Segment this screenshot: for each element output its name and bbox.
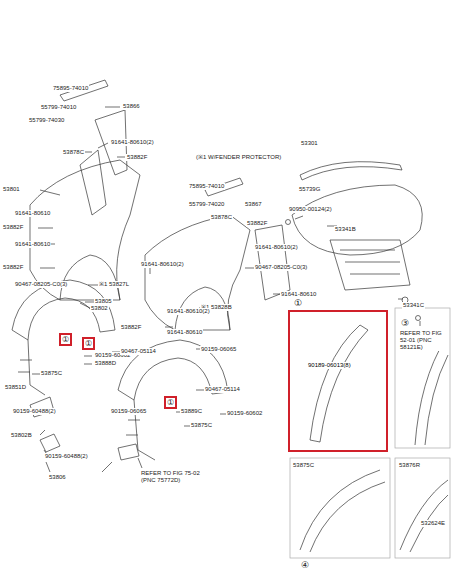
part-number: 53882F — [126, 154, 148, 161]
callout-number: ① — [85, 339, 92, 348]
part-number: 55739G — [298, 186, 321, 193]
part-number: 53882F — [2, 264, 24, 271]
part-number: 53875C — [190, 422, 213, 429]
part-number: 53341C — [402, 302, 425, 309]
part-number: 90159-60488(2) — [44, 453, 89, 460]
callout-box: ① — [164, 396, 177, 409]
part-number: REFER TO FIG 75-02 (PNC 75772D) — [140, 470, 202, 484]
part-number: 55799-74010 — [40, 104, 77, 111]
part-number: REFER TO FIG 52-01 (PNC 58121E) — [399, 330, 449, 351]
part-number: ※1 53827L — [98, 281, 130, 288]
part-number: 53866 — [122, 103, 141, 110]
part-number: 53876R — [398, 462, 421, 469]
part-number: 90467-05114 — [204, 386, 241, 393]
part-number: 91641-80610 — [14, 241, 51, 248]
part-number: 53889C — [180, 408, 203, 415]
part-number: 532624E — [420, 520, 446, 527]
part-number: 91641-80610(2) — [140, 261, 185, 268]
part-number: 90467-08205-C0(3) — [14, 281, 68, 288]
part-number: 90467-08205-C0(3) — [254, 264, 308, 271]
detail-panel: ①90189-06013(8) — [288, 310, 388, 452]
part-number: 53878C — [210, 214, 233, 221]
part-number: 91641-80610(2) — [254, 244, 299, 251]
part-number: 53882F — [2, 224, 24, 231]
callout-box: ① — [59, 333, 72, 346]
part-number: 53875C — [292, 462, 315, 469]
part-number: 91641-80610 — [14, 210, 51, 217]
callout-number: ① — [62, 335, 69, 344]
part-number: 75895-74010 — [188, 183, 225, 190]
inset-number: ③ — [400, 318, 410, 328]
inset-number: ① — [294, 298, 302, 308]
part-number: 90159-06065 — [110, 408, 147, 415]
part-number: 53805 — [94, 298, 113, 305]
part-number: 55799-74030 — [28, 117, 65, 124]
part-number: 90189-06013(8) — [308, 362, 351, 369]
part-number: (※1 W/FENDER PROTECTOR) — [195, 154, 282, 161]
part-number: 53801 — [2, 186, 21, 193]
callout-box: ① — [82, 337, 95, 350]
part-number: 53888D — [94, 360, 117, 367]
part-number: 91641-80610(2) — [166, 308, 211, 315]
part-number: 53878C — [62, 149, 85, 156]
part-number: 90950-00124(2) — [288, 206, 333, 213]
part-number: 90159-60488(2) — [12, 408, 57, 415]
part-number: 53802B — [10, 432, 33, 439]
inset-number: ④ — [300, 560, 310, 570]
part-number: 90467-05114 — [120, 348, 157, 355]
part-number: 53867 — [244, 201, 263, 208]
part-number: 53851D — [4, 384, 27, 391]
part-number: 53882F — [246, 220, 268, 227]
part-number: 53806 — [48, 474, 67, 481]
part-number: 90159-60602 — [226, 410, 263, 417]
part-number: 55799-74020 — [188, 201, 225, 208]
part-number: 53882F — [120, 324, 142, 331]
part-number: 53301 — [300, 140, 319, 147]
part-number: 91641-80610 — [166, 329, 203, 336]
part-number: 91641-80610 — [280, 291, 317, 298]
part-number: 90159-06065 — [200, 346, 237, 353]
part-number: 75895-74010 — [52, 85, 89, 92]
part-number: 53875C — [40, 370, 63, 377]
part-number: 53341B — [334, 226, 357, 233]
part-number: 53802 — [90, 305, 109, 312]
part-number: 91641-80610(2) — [110, 139, 155, 146]
callout-number: ① — [167, 398, 174, 407]
